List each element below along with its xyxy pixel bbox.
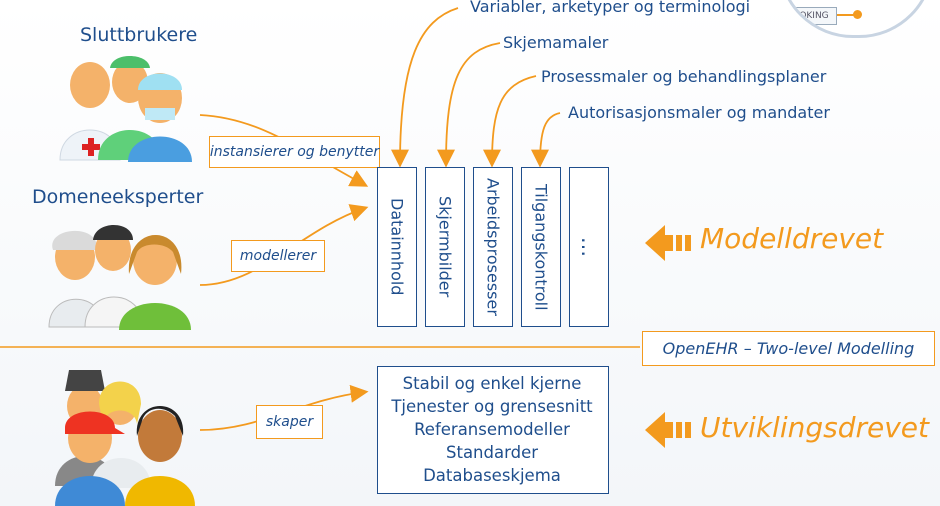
tag-openehr: OpenEHR – Two-level Modelling [642, 331, 935, 366]
arrow-access [531, 112, 561, 168]
top-label-forms: Skjemamaler [503, 33, 609, 52]
core-item: Databaseskjema [423, 465, 561, 485]
column-label: Tilgangskontroll [531, 183, 551, 311]
column-label: Datainnhold [387, 198, 407, 296]
tag-create: skaper [256, 405, 323, 439]
column-access-control: Tilgangskontroll [521, 167, 561, 327]
core-item: Referansemodeller [414, 419, 570, 439]
column-more: … [569, 167, 609, 327]
core-item: Standarder [446, 442, 538, 462]
column-work-processes: Arbeidsprosesser [473, 167, 513, 327]
core-item: Stabil og enkel kjerne [402, 373, 582, 393]
core-box [377, 366, 609, 494]
thumbnail-label: OKING [791, 7, 837, 25]
developers-icon [55, 370, 195, 506]
core-item: Tjenester og grensesnitt [391, 396, 593, 416]
column-label: Skjermbilder [435, 196, 455, 298]
dev-driven-label: Utviklingsdrevet [700, 411, 929, 444]
top-label-processes: Prosessmaler og behandlingsplaner [541, 67, 827, 86]
domain-experts-icon [48, 225, 191, 330]
column-label: Arbeidsprosesser [483, 178, 503, 316]
end-users-icon [59, 56, 192, 162]
arrow-variables [391, 7, 459, 168]
arrow-processes [483, 75, 537, 168]
top-label-variables: Variabler, arketyper og terminologi [470, 0, 751, 16]
tag-instantiate: instansierer og benytter [209, 136, 380, 168]
arrow-left-icon [645, 412, 691, 448]
tag-model: modellerer [231, 240, 325, 272]
column-data-content: Datainnhold [377, 167, 417, 327]
model-driven-label: Modelldrevet [700, 222, 884, 255]
end-users-label: Sluttbrukere [80, 24, 198, 46]
column-label: … [577, 237, 601, 257]
arrow-forms [437, 42, 501, 168]
arrow-left-icon [645, 225, 691, 261]
column-screens: Skjermbilder [425, 167, 465, 327]
domain-experts-label: Domeneeksperter [32, 186, 204, 208]
top-label-access: Autorisasjonsmaler og mandater [568, 103, 830, 122]
core-list: Stabil og enkel kjerne Tjenester og gren… [377, 366, 607, 492]
